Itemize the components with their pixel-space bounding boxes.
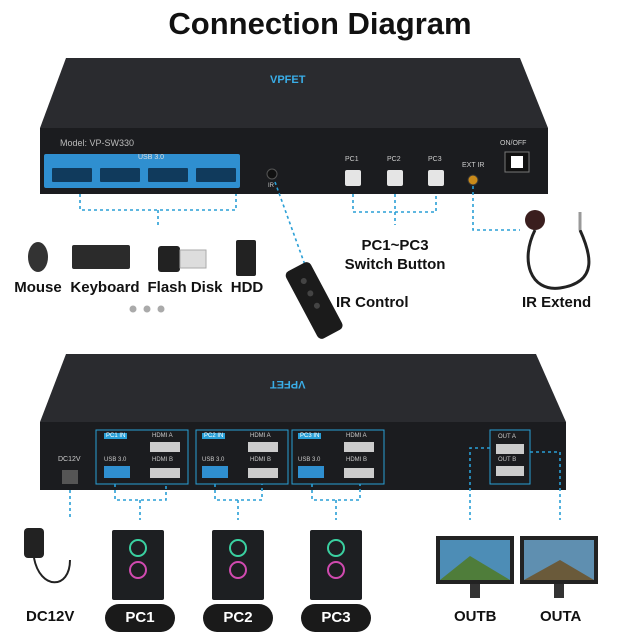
ext-ir-jack [467, 174, 479, 186]
hdd-shape [236, 240, 256, 276]
ir-receiver [266, 168, 278, 180]
power-adapter-shape [24, 528, 44, 558]
pc2-label: PC2 [203, 604, 273, 632]
rear-port-groups [95, 429, 531, 485]
dc-jack [62, 470, 78, 484]
ir-extender-eye [525, 210, 545, 230]
monitors [436, 536, 598, 598]
rear-device-top [40, 354, 566, 422]
keyboard-shape [72, 245, 130, 269]
pc2-button-shape [387, 170, 403, 186]
pc1-label: PC1 [105, 604, 175, 632]
pc-towers [112, 530, 362, 600]
ext-ir-label: EXT IR [462, 162, 485, 169]
outa-label: OUTA [540, 608, 582, 625]
pc3-label: PC3 [301, 604, 371, 632]
pc3-usb-label: USB 3.0 [298, 457, 321, 463]
pc3-hdmi-b-label: HDMI B [346, 457, 367, 463]
ir-label: IR [268, 183, 274, 189]
pc1-in-label: PC1 IN [104, 433, 128, 439]
pc1-button[interactable]: PC1 [345, 156, 359, 163]
ir-control-label: IR Control [336, 294, 409, 311]
pc2-usb-label: USB 3.0 [202, 457, 225, 463]
ir-remote-shape [285, 262, 343, 339]
pc1-hdmi-a-label: HDMI A [152, 433, 173, 439]
ir-extend-label: IR Extend [522, 294, 592, 311]
keyboard-label: Keyboard [70, 279, 140, 296]
hdd-label: HDD [230, 279, 264, 296]
dc12v-label: DC12V [26, 608, 75, 625]
mouse-label: Mouse [14, 279, 62, 296]
pc1-hdmi-b-label: HDMI B [152, 457, 173, 463]
front-device-top [40, 58, 548, 128]
outb-label: OUTB [454, 608, 497, 625]
pc2-hdmi-b-label: HDMI B [250, 457, 271, 463]
pc1-button-shape [345, 170, 361, 186]
pc2-hdmi-a-label: HDMI A [250, 433, 271, 439]
out-a-port-label: OUT A [498, 434, 516, 440]
flash-disk-shape [158, 246, 180, 272]
rear-dc-label: DC12V [58, 456, 81, 463]
out-b-port-label: OUT B [498, 457, 517, 463]
pc3-hdmi-a-label: HDMI A [346, 433, 367, 439]
pc3-button[interactable]: PC3 [428, 156, 442, 163]
mouse-shape [28, 242, 48, 272]
pc2-button[interactable]: PC2 [387, 156, 401, 163]
switch-button-label: PC1~PC3 Switch Button [344, 237, 446, 273]
flash-disk-label: Flash Disk [147, 279, 223, 296]
front-usb-ports [44, 154, 240, 188]
flash-disk-plug [179, 249, 207, 269]
pc1-usb-label: USB 3.0 [104, 457, 127, 463]
pc2-in-label: PC2 IN [202, 433, 226, 439]
rear-brand: VPFET [270, 378, 306, 390]
model-label: Model: VP-SW330 [60, 138, 135, 148]
pc3-button-shape [428, 170, 444, 186]
pc3-in-label: PC3 IN [298, 433, 322, 439]
page-title: Connection Diagram [168, 6, 472, 41]
power-label[interactable]: ON/OFF [500, 140, 527, 147]
usb-label: USB 3.0 [138, 154, 165, 161]
front-brand: VPFET [270, 74, 306, 86]
